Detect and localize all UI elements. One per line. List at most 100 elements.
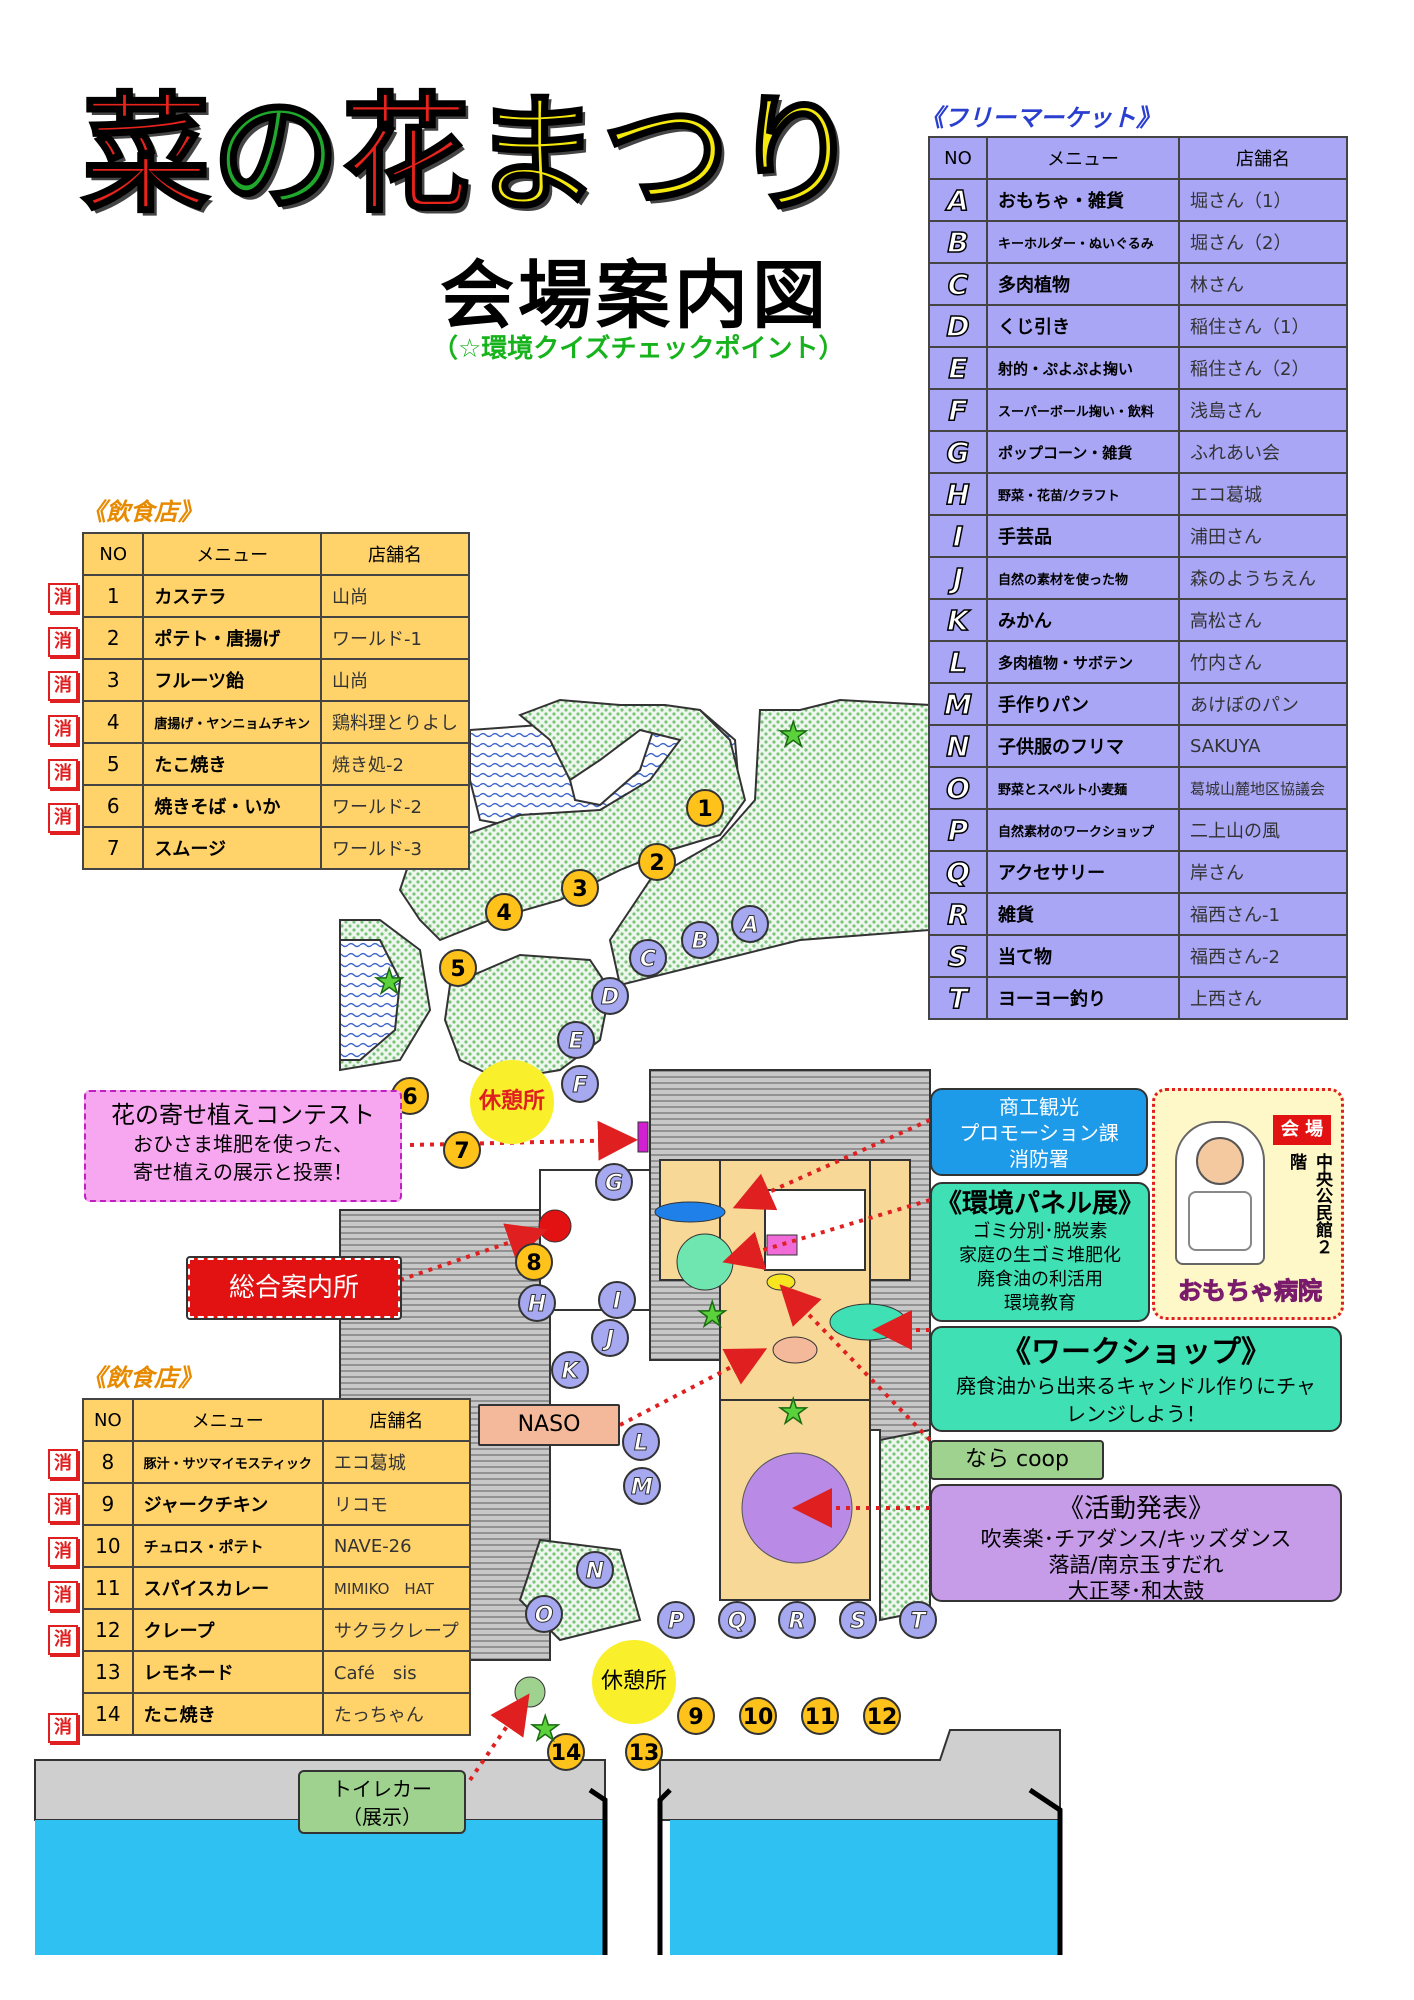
- flea-marker-n: N: [576, 1551, 614, 1589]
- sold-out-badge: 消: [48, 1713, 78, 1743]
- flea-marker-j: J: [591, 1319, 629, 1357]
- sold-out-badge: 消: [48, 1581, 78, 1611]
- shop-cell: 林さん: [1178, 262, 1348, 306]
- checkpoint-star-icon: ★: [777, 1392, 809, 1432]
- sold-out-badge: 消: [48, 671, 78, 701]
- info-desk-label: 総合案内所: [186, 1256, 402, 1320]
- naso-label: NASO: [478, 1404, 620, 1446]
- checkpoint-star-icon: ★: [529, 1709, 561, 1749]
- sold-out-badge: 消: [48, 1449, 78, 1479]
- flea-marker-t: T: [899, 1601, 937, 1639]
- omocha-hospital-box: 会 場 中央公民館２階 おもちゃ病院: [1152, 1088, 1344, 1320]
- column-header: 店舗名: [321, 1398, 471, 1442]
- menu-cell: フルーツ飴: [142, 658, 322, 702]
- row-number: D: [928, 304, 988, 348]
- panel-spot: [766, 1273, 796, 1291]
- yose-line1: おひさま堆肥を使った、: [133, 1132, 353, 1156]
- menu-cell: カステラ: [142, 574, 322, 618]
- workshop-line2: レンジしよう！: [1066, 1402, 1206, 1426]
- menu-cell: ポテト・唐揚げ: [142, 616, 322, 660]
- doctor-illustration-icon: [1175, 1121, 1265, 1265]
- toilet-room: [764, 1189, 866, 1271]
- menu-cell: 豚汁・サツマイモスティック: [131, 1440, 324, 1484]
- omocha-name: おもちゃ病院: [1178, 1277, 1323, 1306]
- flea-marker-a: A: [731, 905, 769, 943]
- food-bottom-label: 《飲食店》: [82, 1364, 202, 1392]
- shoko-callout: 商工観光 プロモーション課 消防署: [930, 1088, 1148, 1176]
- column-header: NO: [81, 532, 145, 576]
- arrow-shoko: [732, 1118, 931, 1211]
- poster-board: [766, 1234, 798, 1256]
- lawn-right-top: [608, 698, 931, 987]
- flea-marker-k: K: [551, 1351, 589, 1389]
- food-marker-11: 11: [801, 1697, 839, 1735]
- sold-out-badge: 消: [48, 715, 78, 745]
- sold-out-badge: 消: [48, 583, 78, 613]
- omocha-place: 中央公民館２階: [1286, 1153, 1332, 1255]
- sold-out-badge: 消: [48, 627, 78, 657]
- row-number: 11: [82, 1566, 134, 1610]
- shop-cell: サクラクレープ: [321, 1608, 471, 1652]
- shop-cell: 高松さん: [1178, 598, 1348, 642]
- seawall-right: [659, 1729, 1061, 1821]
- food-marker-8: 8: [515, 1243, 553, 1281]
- flea-marker-b: B: [681, 921, 719, 959]
- menu-cell: ジャークチキン: [131, 1482, 324, 1526]
- row-number: 4: [81, 700, 145, 744]
- workshop-title: 《ワークショップ》: [1001, 1335, 1271, 1370]
- menu-cell: スーパーボール掬い・飲料: [986, 388, 1180, 432]
- shop-cell: エコ葛城: [1178, 472, 1348, 516]
- column-header: メニュー: [131, 1398, 324, 1442]
- title-char: 菜: [80, 81, 213, 230]
- shop-cell: あけぼのパン: [1178, 682, 1348, 726]
- shop-cell: 竹内さん: [1178, 640, 1348, 684]
- shop-cell: リコモ: [321, 1482, 471, 1526]
- column-header: メニュー: [986, 136, 1180, 180]
- row-number: O: [928, 766, 988, 810]
- rest-area-1: 休憩所: [470, 1060, 554, 1144]
- shop-cell: 上西さん: [1178, 976, 1348, 1020]
- menu-cell: くじ引き: [986, 304, 1180, 348]
- menu-cell: 自然素材のワークショップ: [986, 808, 1180, 852]
- flea-marker-c: C: [629, 939, 667, 977]
- row-number: 2: [81, 616, 145, 660]
- row-number: 6: [81, 784, 145, 828]
- omocha-venue-label: 会 場: [1273, 1115, 1331, 1145]
- shop-cell: 岸さん: [1178, 850, 1348, 894]
- shop-cell: 浅島さん: [1178, 388, 1348, 432]
- sold-out-badge: 消: [48, 1493, 78, 1523]
- food-marker-2: 2: [638, 843, 676, 881]
- sold-out-badge: 消: [48, 1625, 78, 1655]
- food-marker-3: 3: [561, 869, 599, 907]
- row-number: C: [928, 262, 988, 306]
- row-number: 7: [81, 826, 145, 870]
- row-number: 9: [82, 1482, 134, 1526]
- flea-marker-p: P: [657, 1601, 695, 1639]
- row-number: J: [928, 556, 988, 600]
- row-number: E: [928, 346, 988, 390]
- flea-marker-o: O: [525, 1595, 563, 1633]
- nara-coop-label: なら coop: [930, 1440, 1104, 1480]
- shop-cell: 福西さん-2: [1178, 934, 1348, 978]
- checkpoint-star-icon: ★: [696, 1295, 728, 1335]
- flea-marker-s: S: [839, 1601, 877, 1639]
- menu-cell: 当て物: [986, 934, 1180, 978]
- menu-cell: 野菜・花苗/クラフト: [986, 472, 1180, 516]
